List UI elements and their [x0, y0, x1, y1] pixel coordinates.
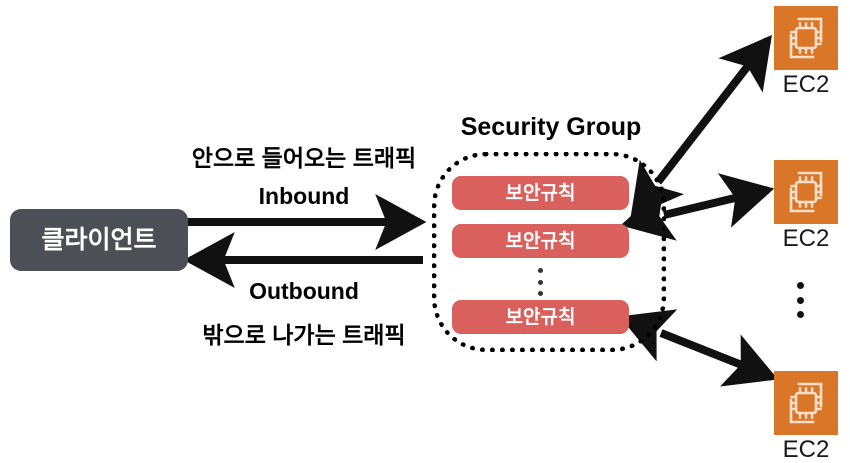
ec2-instance-icon — [774, 371, 838, 435]
ec2-instance-label: EC2 — [782, 225, 830, 252]
ellipsis-dot — [797, 296, 804, 304]
sg-to-ec2-2-arrow — [620, 173, 775, 241]
outbound-label-korean: 밖으로 나가는 트래픽 — [202, 322, 406, 348]
ec2-instances-ellipsis-icon — [795, 282, 806, 318]
security-rules-ellipsis-icon — [535, 268, 546, 296]
security-group-boundary — [432, 152, 666, 352]
ec2-instance-node: EC2 — [768, 160, 844, 252]
ec2-instance-label: EC2 — [782, 436, 830, 463]
sg-to-ec2-1-arrow — [630, 34, 772, 218]
client-label: 클라이언트 — [41, 225, 157, 254]
security-rule-item: 보안규칙 — [452, 176, 629, 210]
ellipsis-dot — [797, 282, 804, 289]
sg-to-ec2-3-arrow — [619, 309, 778, 387]
security-group-title: Security Group — [460, 113, 642, 141]
ellipsis-dot — [538, 279, 543, 285]
security-rule-label: 보안규칙 — [505, 182, 576, 204]
ec2-instance-icon — [774, 6, 838, 70]
diagram-canvas: 클라이언트 안으로 들어오는 트래픽 Inbound Outbound 밖으로 … — [10, 6, 844, 463]
ellipsis-dot — [538, 291, 543, 296]
ec2-instance-label: EC2 — [782, 71, 830, 98]
ec2-instance-node: EC2 — [768, 6, 844, 98]
security-rule-item: 보안규칙 — [452, 224, 629, 258]
outbound-label-english: Outbound — [249, 278, 359, 304]
client-box: 클라이언트 — [10, 209, 188, 271]
inbound-label-english: Inbound — [258, 183, 350, 209]
ellipsis-dot — [538, 268, 543, 273]
ec2-instance-icon — [774, 160, 838, 224]
security-rule-label: 보안규칙 — [505, 306, 576, 328]
security-group-rules: 보안규칙 보안규칙 보안규칙 — [452, 176, 646, 334]
inbound-label-korean: 안으로 들어오는 트래픽 — [191, 145, 417, 171]
ec2-instance-node: EC2 — [768, 371, 844, 463]
security-rule-item: 보안규칙 — [452, 300, 629, 334]
security-rule-label: 보안규칙 — [505, 230, 576, 252]
ellipsis-dot — [797, 311, 804, 318]
